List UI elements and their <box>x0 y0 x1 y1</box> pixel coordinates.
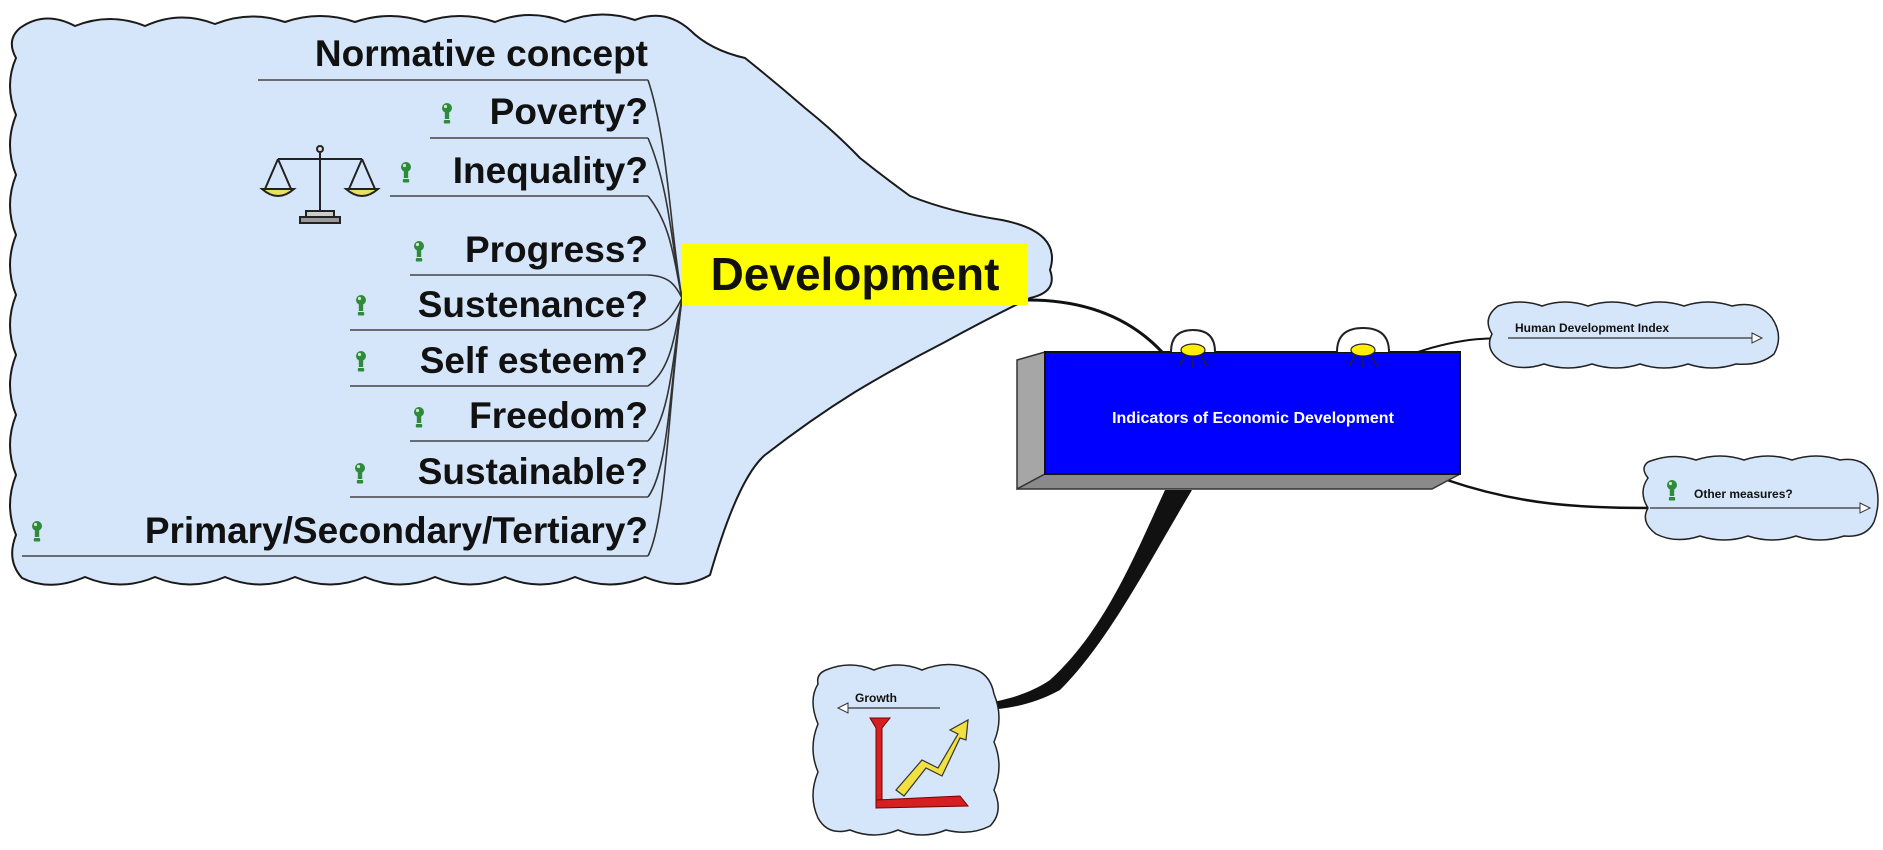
branch-progress[interactable]: Progress? <box>465 229 648 270</box>
branch-freedom[interactable]: Freedom? <box>469 395 648 436</box>
branch-underlines <box>22 79 648 557</box>
branch-sustainable[interactable]: Sustainable? <box>418 451 648 492</box>
connector-development-indicators <box>1027 298 1164 354</box>
other-measures-node[interactable]: Other measures? <box>1642 455 1879 541</box>
connector-indicators-other <box>1446 478 1651 510</box>
connector-indicators-growth <box>940 490 1192 711</box>
branch-poverty[interactable]: Poverty? <box>490 91 648 132</box>
light-bulb-icon <box>1336 326 1390 368</box>
branch-primary-secondary-tertiary[interactable]: Primary/Secondary/Tertiary? <box>145 510 648 551</box>
branch-connectors <box>647 79 683 557</box>
central-topic-highlight <box>682 243 1028 305</box>
branch-inequality[interactable]: Inequality? <box>453 150 648 191</box>
central-topic-development[interactable]: Development <box>711 248 1000 300</box>
development-cloud <box>9 13 1053 586</box>
branch-self-esteem[interactable]: Self esteem? <box>420 340 648 381</box>
hdi-label: Human Development Index <box>1515 321 1669 335</box>
growth-label: Growth <box>855 691 897 705</box>
other-measures-label: Other measures? <box>1694 487 1793 501</box>
balance-scale-icon <box>259 145 381 224</box>
indicators-label: Indicators of Economic Development <box>1112 410 1395 427</box>
indicators-node[interactable]: Indicators of Economic Development <box>1016 351 1461 491</box>
growth-node[interactable]: Growth <box>812 663 1000 836</box>
light-bulb-icon <box>1170 328 1216 368</box>
branch-sustenance[interactable]: Sustenance? <box>418 284 648 325</box>
hdi-node[interactable]: Human Development Index <box>1487 301 1780 369</box>
branch-normative-concept[interactable]: Normative concept <box>315 33 648 74</box>
growth-chart-icon <box>869 717 970 809</box>
